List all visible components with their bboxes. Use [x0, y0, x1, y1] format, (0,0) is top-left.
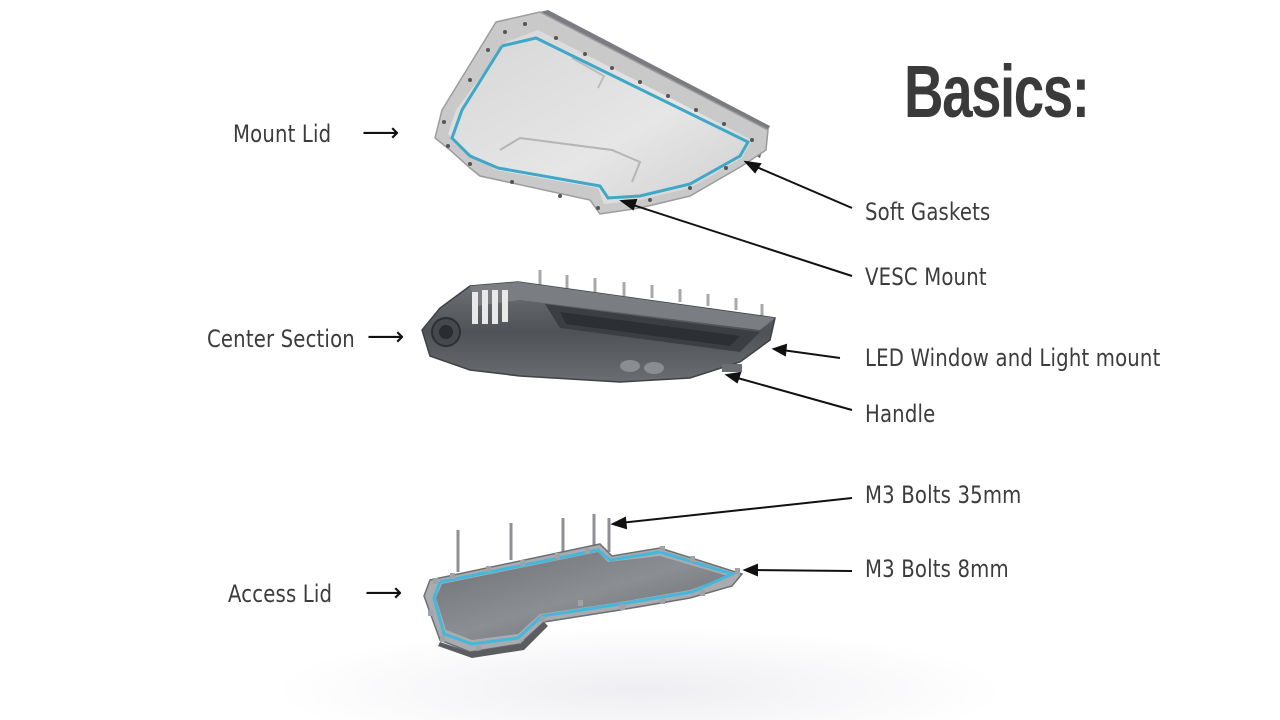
- center-section-label: Center Section: [207, 325, 355, 353]
- soft-gaskets-label: Soft Gaskets: [865, 198, 991, 226]
- m3-bolts-35-leader: [619, 497, 853, 524]
- m3-bolts-35-arrowhead: [610, 516, 628, 530]
- soft-gaskets-leader: [751, 164, 853, 209]
- m3-bolts-35-label: M3 Bolts 35mm: [865, 481, 1022, 509]
- led-window-arrowhead: [771, 343, 788, 357]
- vesc-mount-label: VESC Mount: [865, 263, 987, 291]
- m3-bolts-8-arrowhead: [742, 563, 758, 577]
- vesc-mount-leader: [629, 203, 853, 277]
- m3-bolts-8-label: M3 Bolts 8mm: [865, 555, 1009, 583]
- handle-leader: [733, 376, 853, 411]
- center-section-arrow-icon: ⟶: [367, 322, 405, 352]
- callout-leaders: [610, 160, 853, 577]
- handle-label: Handle: [865, 400, 936, 428]
- led-window-leader: [781, 349, 841, 359]
- mount-lid-part: [434, 10, 770, 215]
- page-title: Basics:: [904, 50, 1090, 133]
- soft-gaskets-arrowhead: [743, 160, 762, 174]
- access-lid-label: Access Lid: [228, 580, 333, 608]
- mount-lid-gasket: [450, 36, 751, 200]
- handle-arrowhead: [724, 371, 742, 384]
- access-lid-part: [423, 514, 744, 658]
- led-window-label: LED Window and Light mount: [865, 344, 1161, 372]
- center-section-part: [421, 270, 776, 383]
- m3-bolts-8-leader: [751, 569, 853, 572]
- mount-lid-arrow-icon: ⟶: [362, 118, 400, 148]
- mount-lid-label: Mount Lid: [233, 120, 332, 148]
- vesc-mount-arrowhead: [619, 198, 638, 211]
- access-lid-arrow-icon: ⟶: [365, 578, 403, 608]
